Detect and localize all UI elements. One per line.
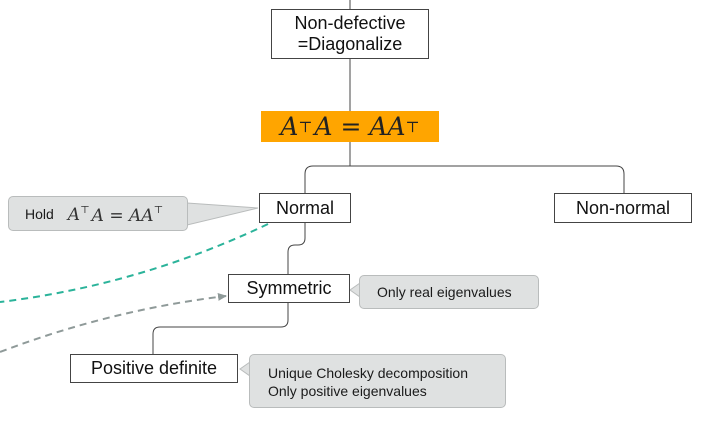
normal-label: Normal [275,197,334,218]
hold-callout-pointer [186,202,259,226]
gray-dashed-arrow [0,292,227,353]
connector-normal-symmetric [287,223,306,274]
non-defective-line2: =Diagonalize [297,34,403,54]
hold-formula-transpose-1: ⊤ [80,205,90,217]
positive-definite-node: Positive definite [70,354,238,383]
connector-branch-normal [304,165,350,193]
condition-a: A [280,112,299,141]
condition-mid: A = AA [314,112,406,141]
normality-condition-box: A⊤A = AA⊤ [261,111,439,142]
non-normal-node: Non-normal [554,193,692,223]
non-defective-node: Non-defective =Diagonalize [271,9,429,59]
connector-branch-nonnormal [350,165,625,193]
positive-definite-callout: Unique Cholesky decomposition Only posit… [249,354,506,408]
symmetric-label: Symmetric [246,278,332,298]
hold-label: Hold [25,205,54,222]
symmetric-callout: Only real eigenvalues [359,275,539,309]
hold-formula-a: A [67,205,81,226]
hold-formula-mid: A = AA [91,205,154,226]
non-normal-label: Non-normal [575,197,671,218]
positive-definite-label: Positive definite [90,358,218,378]
pd-note-line1: Unique Cholesky decomposition [268,365,468,381]
non-defective-line1: Non-defective [294,13,406,33]
hold-formula: A⊤A = AA⊤ [68,202,163,224]
connector-symmetric-pd [152,303,289,354]
condition-transpose-1: ⊤ [298,117,313,136]
normal-node: Normal [259,193,351,223]
teal-dashed-curve [0,223,269,303]
condition-transpose-2: ⊤ [405,117,420,136]
pd-note-line2: Only positive eigenvalues [268,383,427,399]
hold-callout: Hold A⊤A = AA⊤ [8,196,188,231]
hold-formula-transpose-2: ⊤ [153,205,164,217]
symmetric-note: Only real eigenvalues [377,284,512,300]
symmetric-node: Symmetric [228,274,350,303]
